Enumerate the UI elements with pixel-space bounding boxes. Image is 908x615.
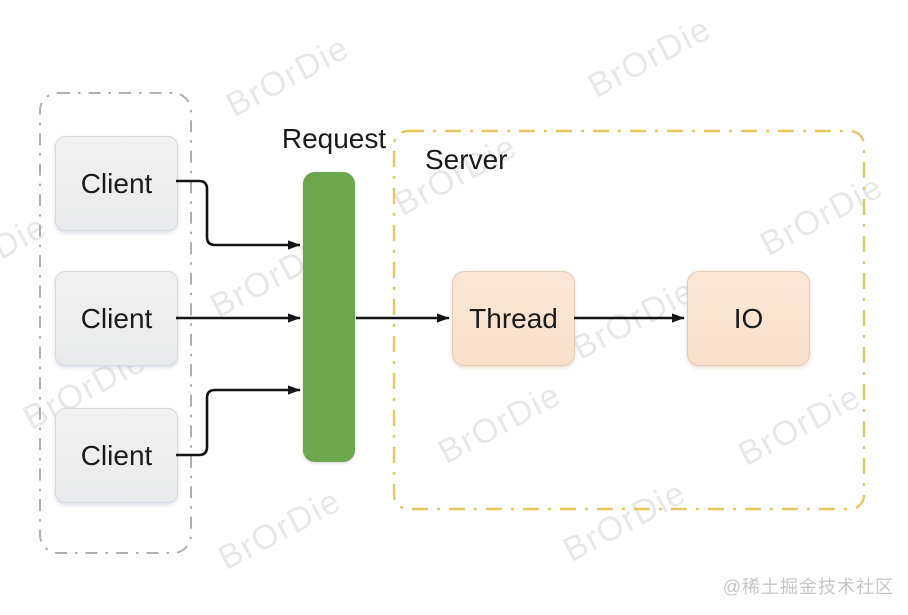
watermark: BrOrDie <box>431 375 568 472</box>
request-queue-bar <box>303 172 355 462</box>
watermark: BrOrDie <box>565 271 702 368</box>
server-group-label: Server <box>425 144 508 175</box>
request-label: Request <box>281 123 387 154</box>
watermark: BrOrDie <box>0 207 54 304</box>
arrow-client1-to-request <box>176 179 301 250</box>
watermark: BrOrDie <box>581 9 718 106</box>
arrow-client3-to-request <box>176 385 301 457</box>
io-node: IO <box>687 271 810 366</box>
client-node-2-label: Client <box>80 302 153 334</box>
client-node-1: Client <box>55 136 178 231</box>
client-node-3-label: Client <box>80 439 153 471</box>
watermark: BrOrDie <box>387 127 524 224</box>
thread-node-label: Thread <box>469 302 558 334</box>
client-node-3: Client <box>55 408 178 503</box>
watermark: BrOrDie <box>219 28 356 125</box>
client-node-1-label: Client <box>80 167 153 199</box>
watermark: BrOrDie <box>731 377 868 474</box>
watermark: BrOrDie <box>211 481 348 578</box>
io-node-label: IO <box>733 302 764 334</box>
watermark: BrOrDie <box>753 167 890 264</box>
credit-text: @稀土掘金技术社区 <box>722 577 894 597</box>
thread-node: Thread <box>452 271 575 366</box>
client-node-2: Client <box>55 271 178 366</box>
watermark: BrOrDie <box>556 473 693 570</box>
